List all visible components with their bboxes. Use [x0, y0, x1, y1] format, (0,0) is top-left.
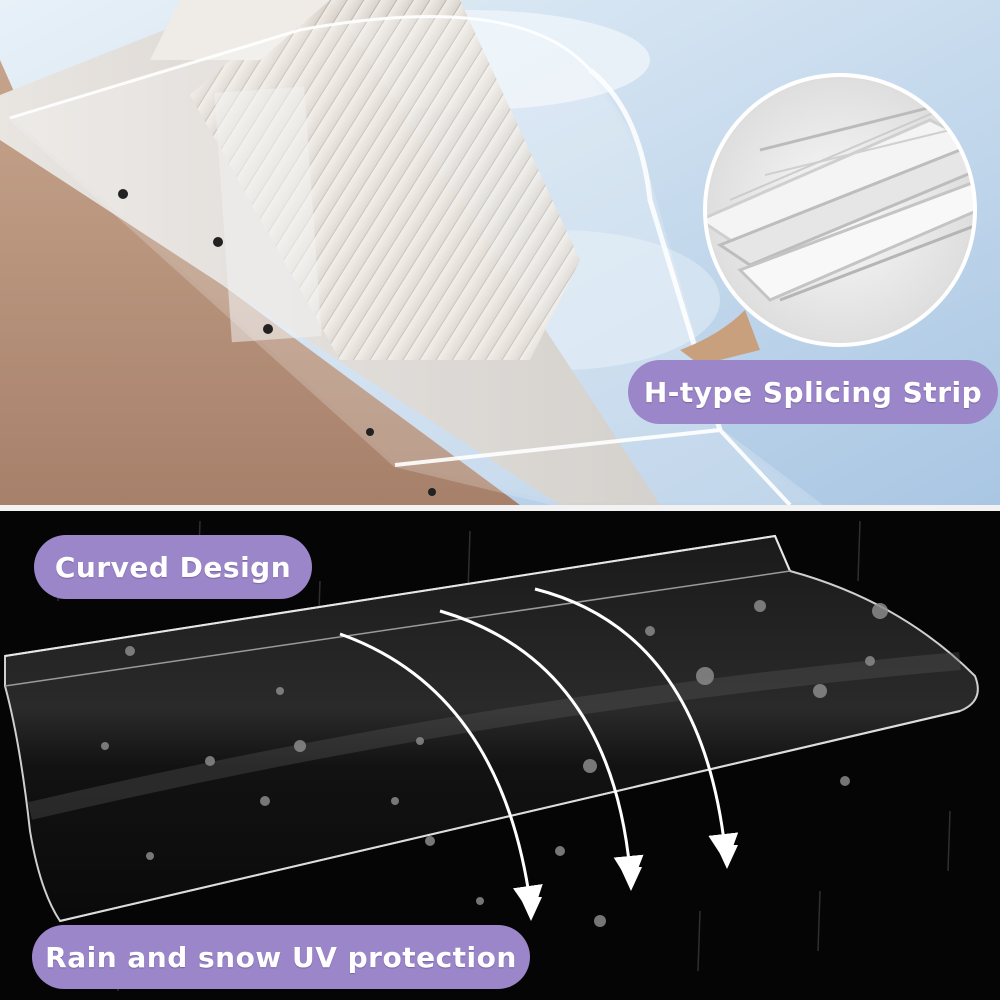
curved-design-label: Curved Design	[34, 535, 312, 599]
splicing-strip-label: H-type Splicing Strip	[628, 360, 998, 424]
magnifier-circle-icon	[703, 73, 977, 347]
rain-illustration	[4, 520, 979, 992]
rain-protection-label: Rain and snow UV protection	[32, 925, 530, 989]
arrow-down-curved-icon	[339, 587, 739, 916]
awning-photo-panel	[0, 0, 1000, 505]
awning-photo-illustration	[0, 0, 1000, 505]
curved-design-text: Curved Design	[54, 550, 292, 584]
panel-divider	[0, 505, 1000, 511]
splicing-strip-text: H-type Splicing Strip	[643, 375, 983, 409]
rain-protection-text: Rain and snow UV protection	[45, 940, 517, 974]
